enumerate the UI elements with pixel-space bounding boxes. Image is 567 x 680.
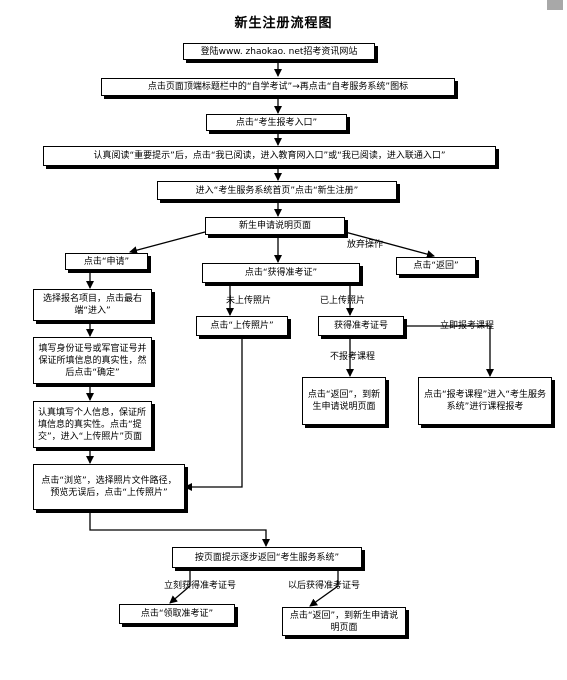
fill-id-box: 填写身份证号或军官证号并保证所填信息的真实性，然后点击“确定” (33, 337, 152, 384)
back-after-ticket-box: 点击“返回”，到新生申请说明页面 (302, 377, 386, 425)
arrow-return-to-later (309, 568, 339, 607)
corner-marker (547, 0, 563, 10)
read-notice-box: 认真阅读“重要提示”后，点击“我已阅读，进入教育网入口”或“我已阅读，进入联通入… (43, 146, 496, 166)
arrow-desc-to-back (344, 231, 435, 259)
get-ticket-box: 点击“获得准考证” (202, 263, 360, 283)
arrow-number-to-course (404, 325, 494, 377)
apply-description-box: 新生申请说明页面 (205, 217, 345, 235)
browse-photo-box: 点击“浏览”，选择照片文件路径，预览无误后，点击“上传照片” (33, 464, 185, 510)
get-later-label: 以后获得准考证号 (288, 581, 361, 591)
got-ticket-number-box: 获得准考证号 (318, 316, 404, 336)
return-service-system-box: 按页面提示逐步返回“考生服务系统” (172, 547, 362, 568)
get-now-label: 立刻获得准考证号 (164, 581, 237, 591)
diagram-title: 新生注册流程图 (234, 16, 333, 31)
uploaded-label: 已上传照片 (320, 296, 366, 306)
upload-photo-box: 点击“上传照片” (196, 316, 288, 336)
get-admission-box: 点击“领取准考证” (119, 604, 235, 624)
click-apply-box: 点击“申请” (65, 253, 148, 270)
not-uploaded-label: 未上传照片 (226, 296, 272, 306)
select-item-box: 选择报名项目，点击最右端“进入” (33, 289, 152, 321)
register-course-box: 点击“报考课程”进入“考生服务系统”进行课程报考 (418, 377, 552, 425)
click-service-icon-box: 点击页面顶端标题栏中的“自学考试”→再点击“自考服务系统”图标 (101, 78, 455, 96)
fill-personal-info-box: 认真填写个人信息，保证所填信息的真实性。点击“提交”，进入“上传照片”页面 (33, 401, 152, 448)
service-home-box: 进入“考生服务系统首页”点击“新生注册” (157, 181, 397, 200)
back-later-box: 点击“返回”，到新生申请说明页面 (282, 607, 406, 636)
register-entry-box: 点击“考生报考入口” (206, 114, 347, 131)
click-back-box: 点击“返回” (396, 257, 476, 275)
login-website-box: 登陆www. zhaokao. net招考资讯网站 (183, 43, 375, 60)
no-register-label: 不报考课程 (330, 352, 376, 362)
register-now-label: 立即报考课程 (440, 321, 495, 331)
arrow-upload-to-browse (184, 336, 243, 491)
arrow-return-to-admission (169, 568, 191, 604)
arrow-desc-to-apply (129, 231, 206, 255)
give-up-label: 放弃操作 (347, 240, 384, 250)
arrow-browse-to-return (89, 510, 270, 547)
